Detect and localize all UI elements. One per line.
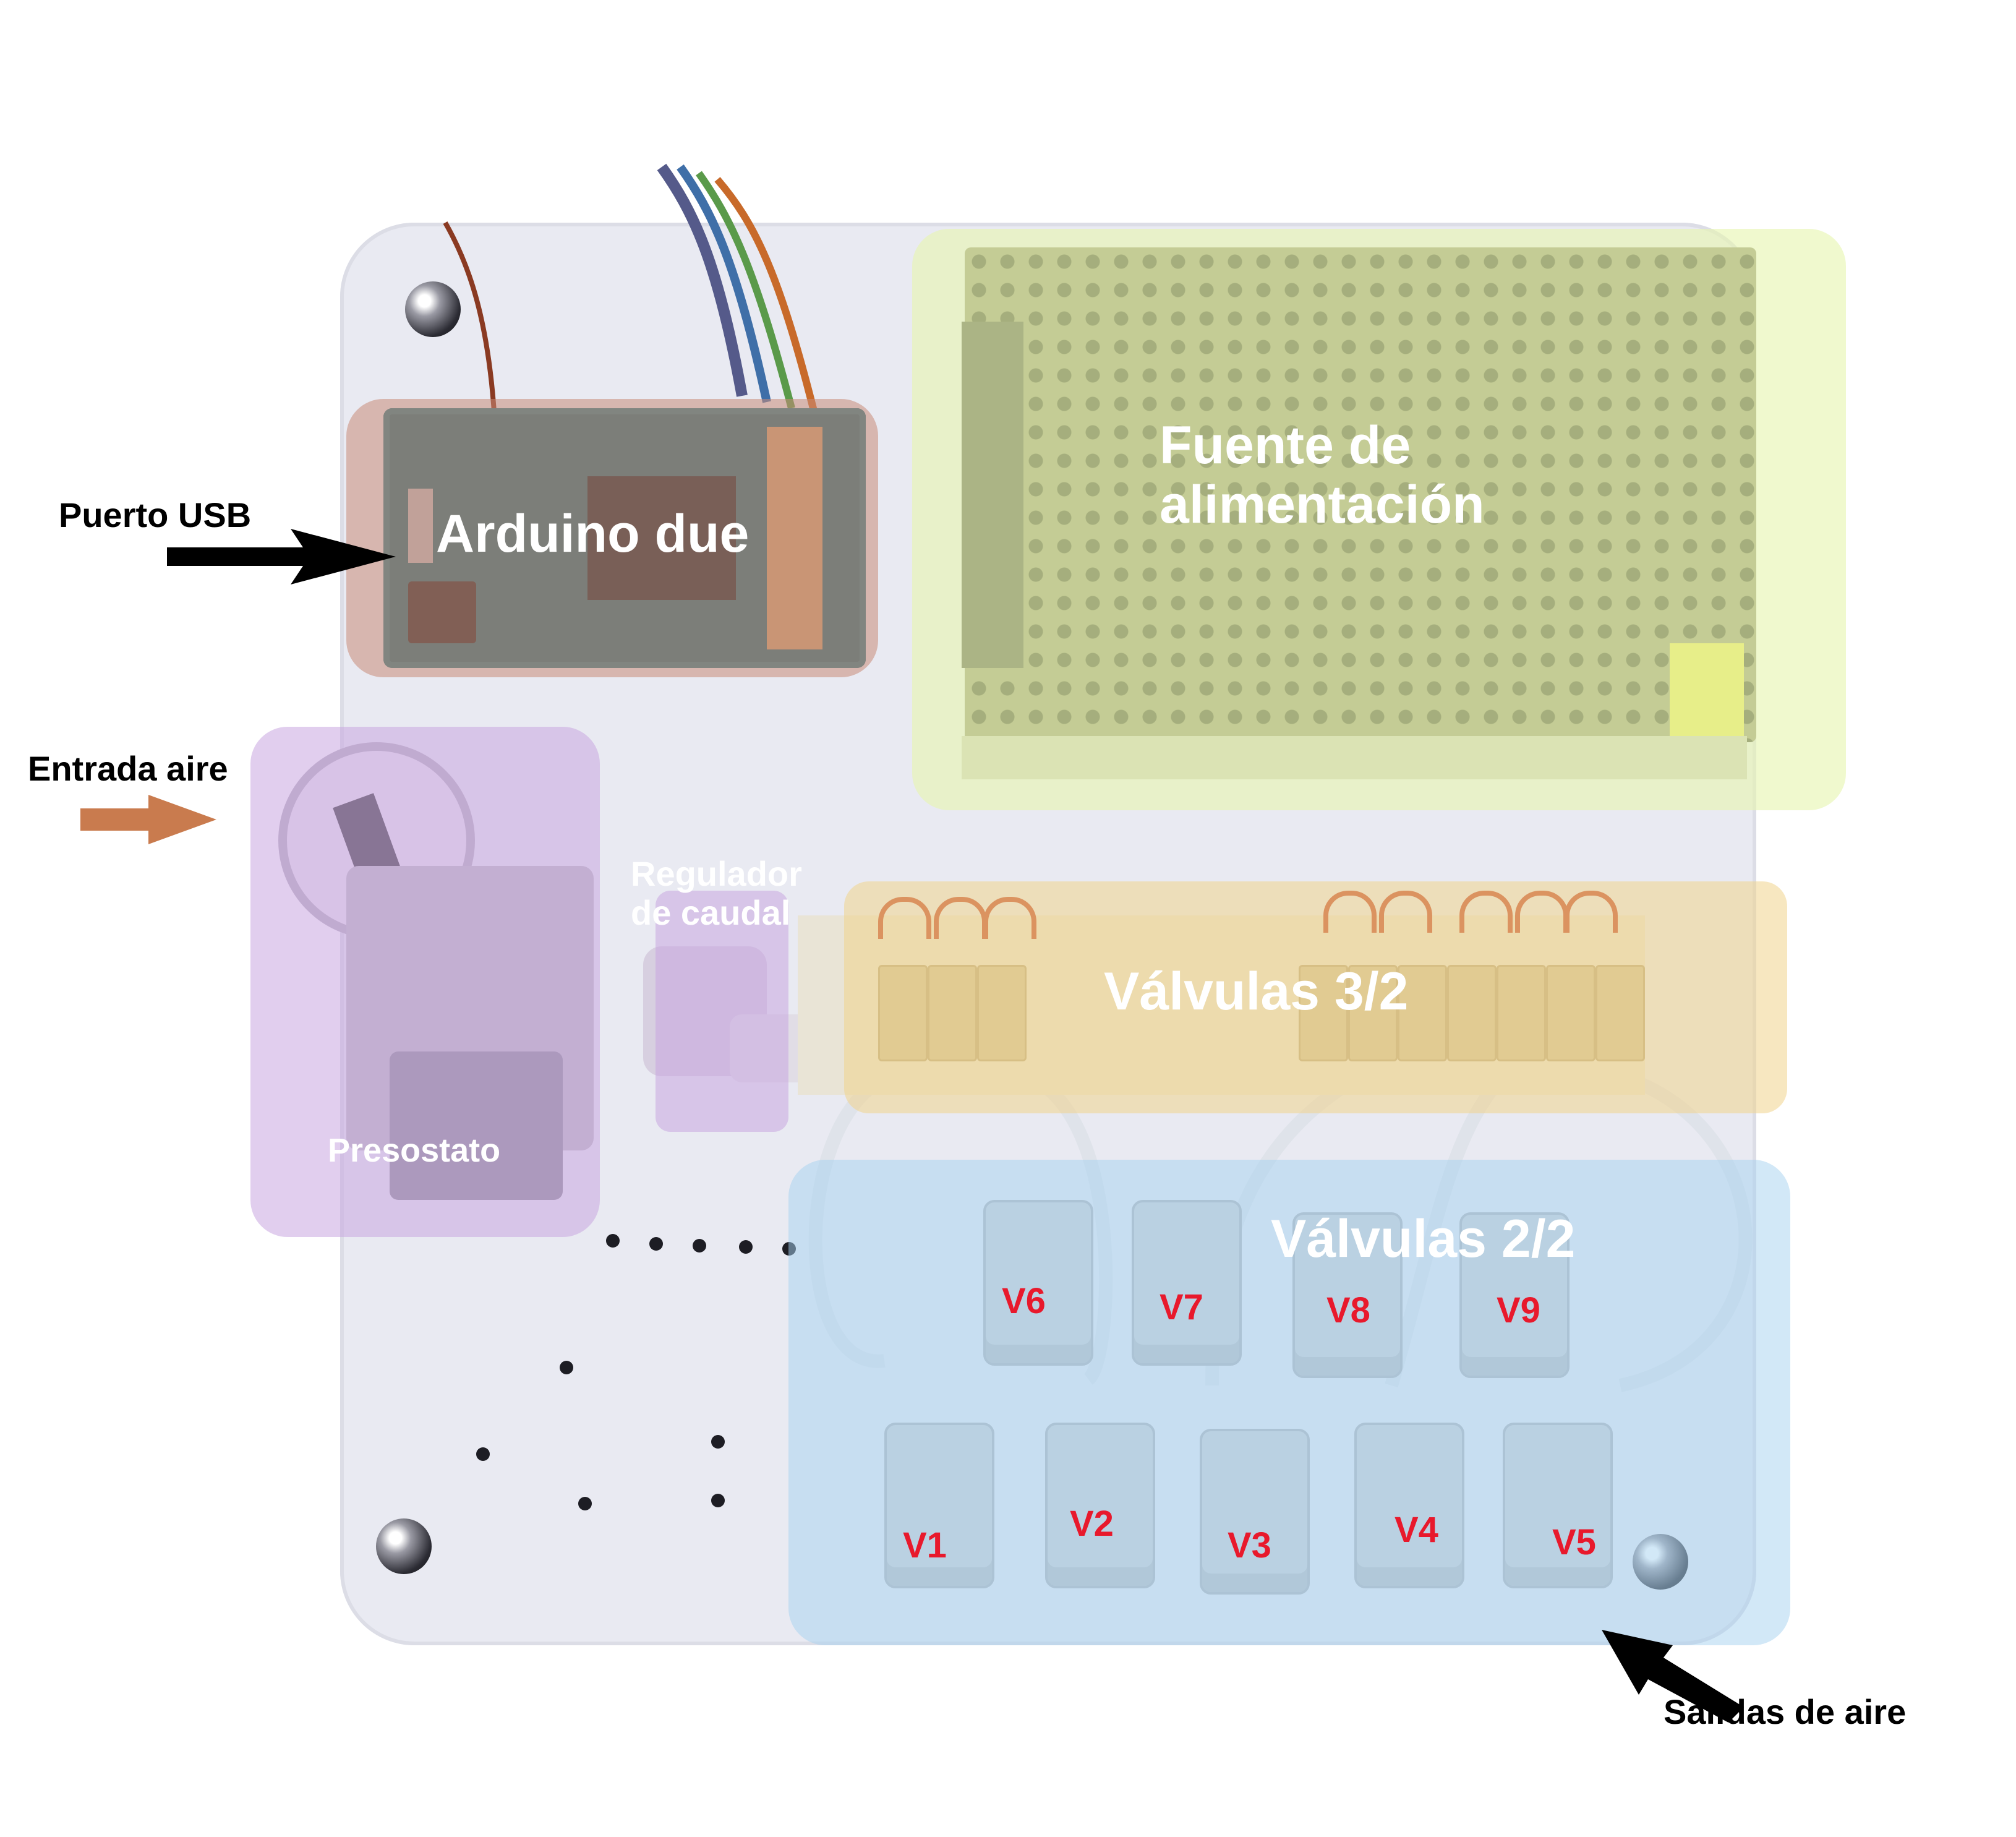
power-supply-label: Fuente de alimentación bbox=[1160, 416, 1485, 535]
arduino-zone bbox=[346, 399, 878, 677]
valves22-label: Válvulas 2/2 bbox=[1271, 1209, 1576, 1269]
air-outlets-arrow-icon bbox=[1602, 1630, 1744, 1723]
mount-hole bbox=[560, 1361, 573, 1374]
valve-label-v9: V9 bbox=[1497, 1290, 1540, 1330]
valves32-zone bbox=[844, 881, 1787, 1113]
usb-arrow-icon bbox=[167, 529, 396, 584]
mount-hole bbox=[476, 1447, 490, 1461]
valve-label-v6: V6 bbox=[1002, 1281, 1046, 1321]
mount-hole bbox=[606, 1234, 620, 1248]
mount-hole bbox=[711, 1494, 725, 1507]
screw-top-left bbox=[405, 281, 461, 337]
mount-hole bbox=[693, 1239, 706, 1252]
valve-label-v8: V8 bbox=[1326, 1290, 1370, 1330]
valve-label-v3: V3 bbox=[1228, 1525, 1271, 1565]
arduino-label: Arduino due bbox=[436, 504, 750, 563]
usb-port-label: Puerto USB bbox=[59, 495, 252, 534]
power-supply-zone bbox=[912, 229, 1846, 810]
valve-label-v1: V1 bbox=[903, 1525, 947, 1565]
flow-regulator-label: Regulador de caudal bbox=[631, 854, 802, 932]
valves32-label: Válvulas 3/2 bbox=[1104, 962, 1409, 1021]
mount-hole bbox=[649, 1237, 663, 1251]
pressure-switch-zone bbox=[250, 727, 600, 1237]
screw-bottom-left bbox=[376, 1518, 432, 1574]
air-inlet-arrow-icon bbox=[80, 795, 216, 844]
pressure-switch-label: Presostato bbox=[328, 1132, 501, 1169]
valve-label-v2: V2 bbox=[1070, 1504, 1114, 1544]
air-inlet-label: Entrada aire bbox=[28, 749, 228, 788]
valve-label-v4: V4 bbox=[1395, 1510, 1438, 1550]
valves22-zone bbox=[788, 1160, 1790, 1645]
valve-label-v5: V5 bbox=[1552, 1522, 1596, 1562]
mount-hole bbox=[578, 1497, 592, 1510]
flow-regulator-zone bbox=[656, 891, 788, 1132]
mount-hole bbox=[711, 1435, 725, 1449]
mount-hole bbox=[739, 1240, 753, 1254]
valve-label-v7: V7 bbox=[1160, 1287, 1203, 1327]
